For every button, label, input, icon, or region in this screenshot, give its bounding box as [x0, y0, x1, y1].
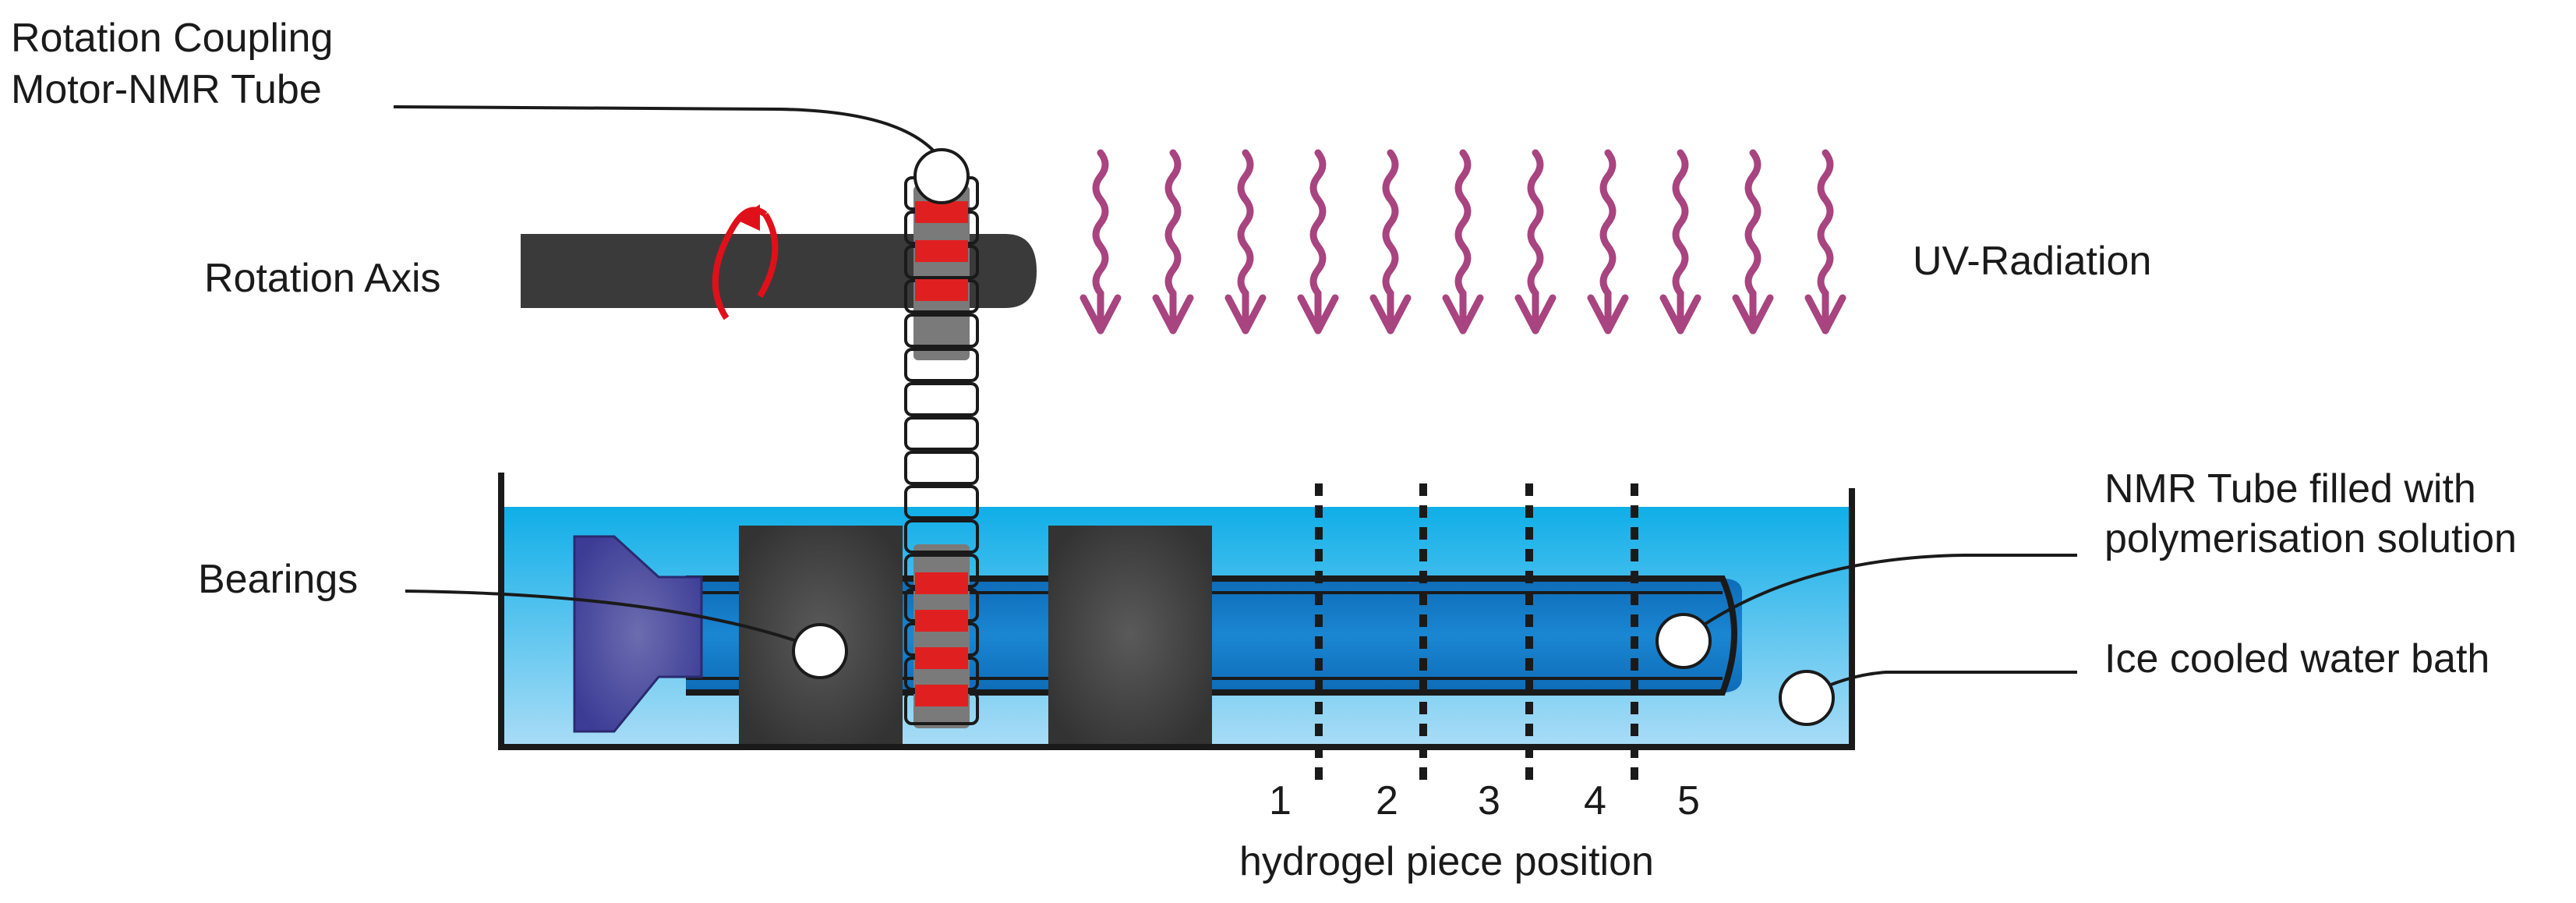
chain-link	[904, 348, 979, 382]
nmr-tube-outline	[686, 575, 1737, 696]
chain-link	[904, 313, 979, 348]
uv-arrow-icon	[1659, 149, 1701, 335]
position-label-3: 3	[1478, 778, 1500, 823]
chain-link	[904, 485, 979, 519]
label-rotation-coupling-1: Rotation Coupling	[11, 16, 333, 61]
label-uv-radiation: UV-Radiation	[1913, 239, 2151, 284]
uv-arrow-icon	[1732, 149, 1774, 335]
gear-tooth	[915, 685, 968, 706]
gear-tooth	[915, 279, 968, 301]
marker-bearings	[792, 623, 848, 679]
label-bearings: Bearings	[198, 557, 358, 602]
label-rotation-axis: Rotation Axis	[204, 256, 441, 301]
uv-arrow-icon	[1080, 149, 1122, 335]
label-water-bath: Ice cooled water bath	[2104, 636, 2489, 682]
label-rotation-coupling-2: Motor-NMR Tube	[11, 67, 322, 112]
gear-tooth	[915, 240, 968, 262]
position-label-5: 5	[1677, 778, 1700, 823]
uv-arrow-icon	[1514, 149, 1557, 335]
uv-arrow-icon	[1804, 149, 1846, 335]
label-hydrogel-position: hydrogel piece position	[1239, 839, 1654, 884]
uv-arrow-icon	[1224, 149, 1267, 335]
uv-arrow-icon	[1587, 149, 1629, 335]
chain-link	[904, 416, 979, 451]
uv-arrow-icon	[1297, 149, 1339, 335]
position-label-2: 2	[1376, 778, 1398, 823]
chain-link	[904, 382, 979, 416]
chain-link	[904, 519, 979, 554]
marker-nmr-tube	[1655, 613, 1712, 669]
label-nmr-tube-2: polymerisation solution	[2104, 516, 2517, 561]
uv-arrow-icon	[1369, 149, 1412, 335]
gear-tooth	[915, 647, 968, 669]
hydrogel-dividers	[1315, 483, 1638, 780]
coupling-chain	[904, 176, 979, 728]
gear-tooth	[915, 201, 968, 223]
bath-container	[498, 473, 1855, 750]
chain-link	[904, 451, 979, 485]
uv-arrow-icon	[1152, 149, 1194, 335]
rotation-arrow-icon	[712, 204, 779, 320]
label-nmr-tube-1: NMR Tube filled with	[2104, 466, 2476, 512]
uv-arrow-icon	[1442, 149, 1484, 335]
marker-rotation-coupling	[913, 148, 970, 204]
leader-rotation-coupling	[393, 105, 949, 171]
gear-tooth	[915, 610, 968, 632]
position-labels: 1 2 3 4 5	[1269, 778, 1700, 823]
position-label-1: 1	[1269, 778, 1292, 823]
leader-nmr-tube	[1684, 554, 2077, 639]
marker-water-bath	[1779, 670, 1835, 726]
bearing-block-right	[1048, 526, 1212, 744]
gear-tooth	[915, 572, 968, 594]
leader-bearings	[405, 590, 815, 649]
uv-radiation-arrows	[1080, 149, 1846, 335]
rotation-axis-shaft	[521, 234, 1037, 308]
motor-end	[573, 535, 703, 733]
position-label-4: 4	[1584, 778, 1606, 823]
